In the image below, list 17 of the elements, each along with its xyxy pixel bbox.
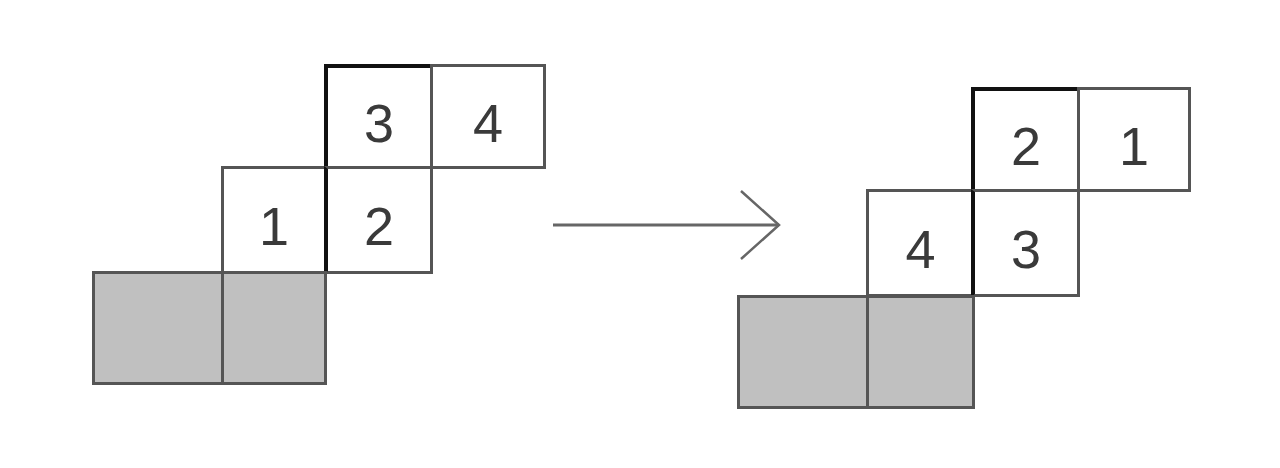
grid-square xyxy=(324,64,433,169)
grid-square xyxy=(971,189,1080,297)
square-number: 3 xyxy=(363,92,394,150)
square-number: 4 xyxy=(472,91,503,150)
grid-square xyxy=(1077,87,1191,192)
square-number: 2 xyxy=(1010,115,1041,173)
shaded-square xyxy=(866,295,975,409)
grid-square xyxy=(324,166,433,274)
grid-square xyxy=(430,64,546,169)
square-number: 2 xyxy=(363,195,394,253)
square-number: 1 xyxy=(1118,114,1149,173)
square-number: 4 xyxy=(905,218,936,276)
shaded-square xyxy=(221,271,327,385)
square-number: 1 xyxy=(258,195,289,253)
square-number: 3 xyxy=(1010,218,1041,276)
grid-square xyxy=(221,166,327,274)
grid-square xyxy=(971,87,1080,192)
